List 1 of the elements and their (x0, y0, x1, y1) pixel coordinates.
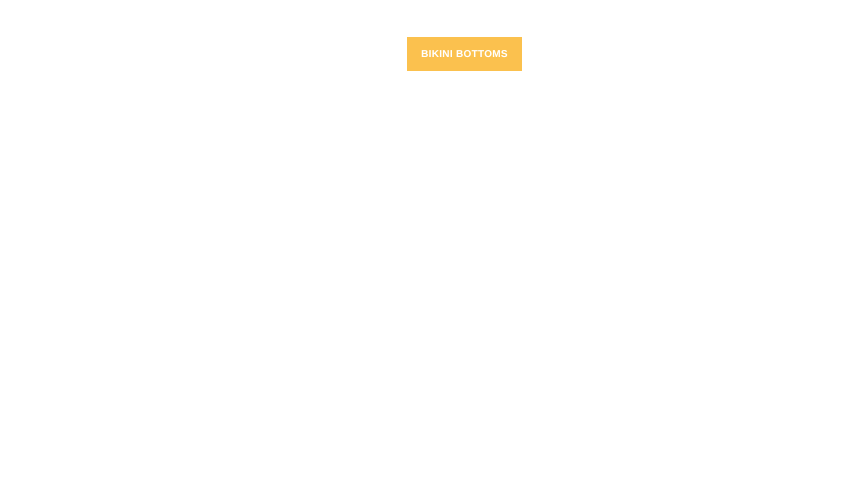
category-box: BIKINI BOTTOMS (407, 37, 522, 71)
